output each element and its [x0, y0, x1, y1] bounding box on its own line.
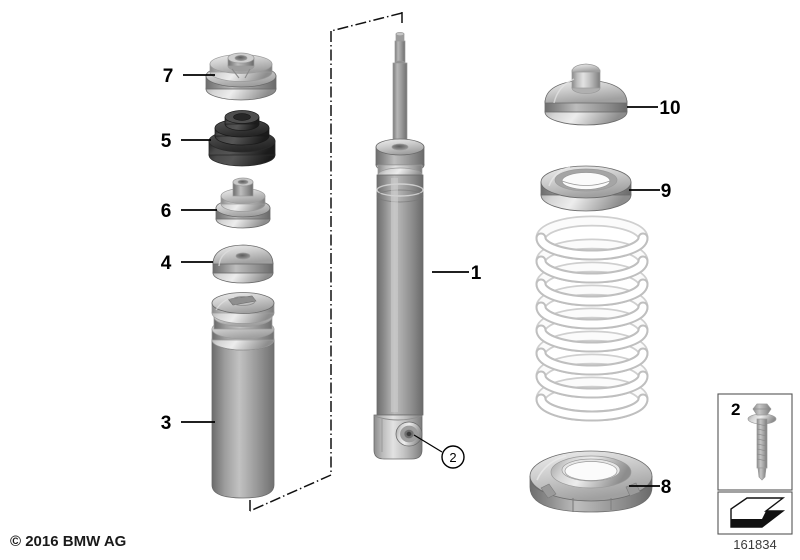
forward-direction-arrow-icon: [730, 497, 786, 528]
copyright-label: © 2016 BMW AG: [10, 533, 126, 550]
part-upper-spring-seat-ring: [540, 165, 632, 212]
callout-label-5: 5: [161, 131, 172, 152]
figure-id-label: 161834: [733, 537, 776, 552]
part-dome-protection-cap: [212, 244, 274, 284]
part-coil-spring: [535, 215, 649, 422]
bolt-detail-box: 2: [717, 393, 793, 491]
part-dust-boot-bump-stop: [211, 292, 275, 499]
circled-callout-2-ring: [441, 445, 465, 469]
assembly-group-bracket: [249, 12, 403, 512]
callout-label-1: 1: [471, 263, 482, 284]
copyright-notice: © 2016 BMW AG: [10, 533, 126, 550]
bolt-detail-box-label: 2: [731, 400, 740, 419]
callout-label-7: 7: [163, 66, 174, 87]
callout-label-4: 4: [161, 253, 172, 274]
part-upper-spring-pad-cap: [544, 63, 628, 126]
callout-label-8: 8: [661, 477, 672, 498]
callout-label-6: 6: [161, 201, 172, 222]
circled-callout-2-label: 2: [449, 450, 456, 465]
callout-label-10: 10: [659, 98, 680, 119]
callout-label-3: 3: [161, 413, 172, 434]
direction-arrow-box: [717, 491, 793, 535]
part-stepped-bushing: [215, 177, 271, 229]
callout-label-9: 9: [661, 181, 672, 202]
part-lower-spring-pad: [529, 450, 653, 513]
part-rubber-strut-mount: [208, 110, 276, 167]
part-rear-shock-absorber: [373, 31, 425, 460]
callout-leaders: [181, 74, 660, 487]
circled-callout-2: 2: [413, 434, 465, 469]
leader-line-circled-2: [413, 434, 443, 453]
hex-head-bolt-icon: [747, 403, 777, 481]
part-upper-strut-mount-cap: [205, 52, 277, 101]
